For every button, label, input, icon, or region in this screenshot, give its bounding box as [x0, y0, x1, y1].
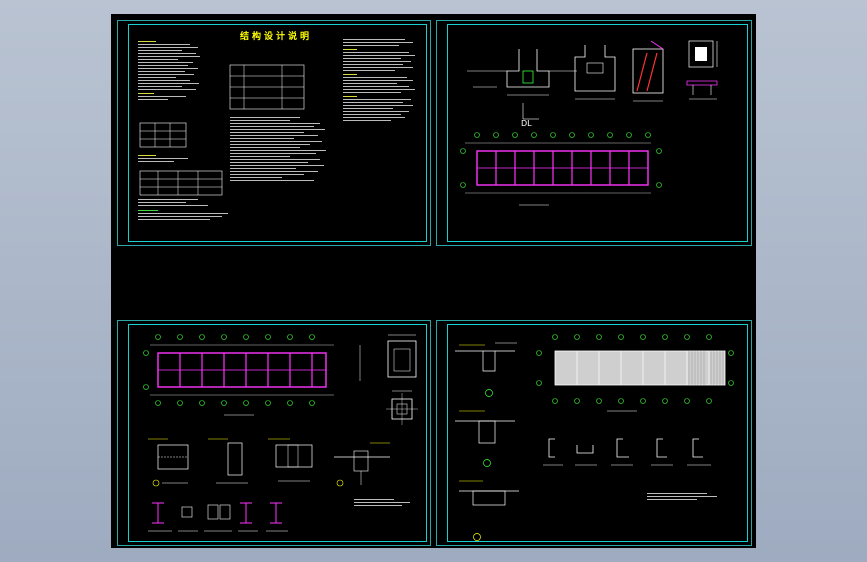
notes-column-middle [230, 117, 335, 183]
notes-column-right [343, 39, 423, 123]
steel-connection-detail [686, 40, 718, 100]
node-detail-1 [148, 438, 189, 487]
purlin-sections [543, 438, 711, 466]
roof-node-detail-2 [455, 410, 515, 467]
sheet-frame [447, 24, 748, 242]
member-sections [148, 502, 288, 532]
material-table [139, 170, 223, 196]
label-dl: DL [521, 119, 532, 128]
column-detail [386, 393, 418, 425]
room-detail [359, 334, 417, 392]
sheet-frame [128, 24, 427, 242]
floor-plan-grid [143, 334, 334, 416]
node-detail-2 [208, 438, 248, 484]
node-detail-3 [268, 438, 313, 482]
notes-column-left [138, 41, 208, 102]
sheet-foundation-plan[interactable]: DL [436, 20, 752, 246]
foundation-plan-grid [460, 132, 662, 206]
load-table [229, 64, 305, 110]
roof-node-detail-3 [459, 480, 519, 541]
sheet-frame [447, 324, 748, 542]
node-detail-4 [334, 442, 390, 487]
beam-section-detail [574, 45, 616, 100]
sheet-title: 结构设计说明 [240, 32, 313, 42]
notes-column-left-3 [138, 199, 238, 222]
notes-column-left-2 [138, 155, 208, 164]
column-reinforcement-detail [632, 40, 664, 102]
drawing-canvas[interactable]: 结构设计说明 [111, 14, 756, 548]
sheet-frame [128, 324, 427, 542]
roof-node-detail-1 [455, 342, 517, 397]
roof-plan-grid [536, 334, 734, 412]
sheet4-notes [647, 493, 737, 502]
small-table-left [139, 122, 187, 148]
footing-section-detail [467, 49, 577, 120]
sheet-roof-plan[interactable] [436, 320, 752, 546]
sheet-floor-plan[interactable] [117, 320, 431, 546]
sheet-design-notes[interactable]: 结构设计说明 [117, 20, 431, 246]
sheet3-notes [354, 499, 424, 508]
